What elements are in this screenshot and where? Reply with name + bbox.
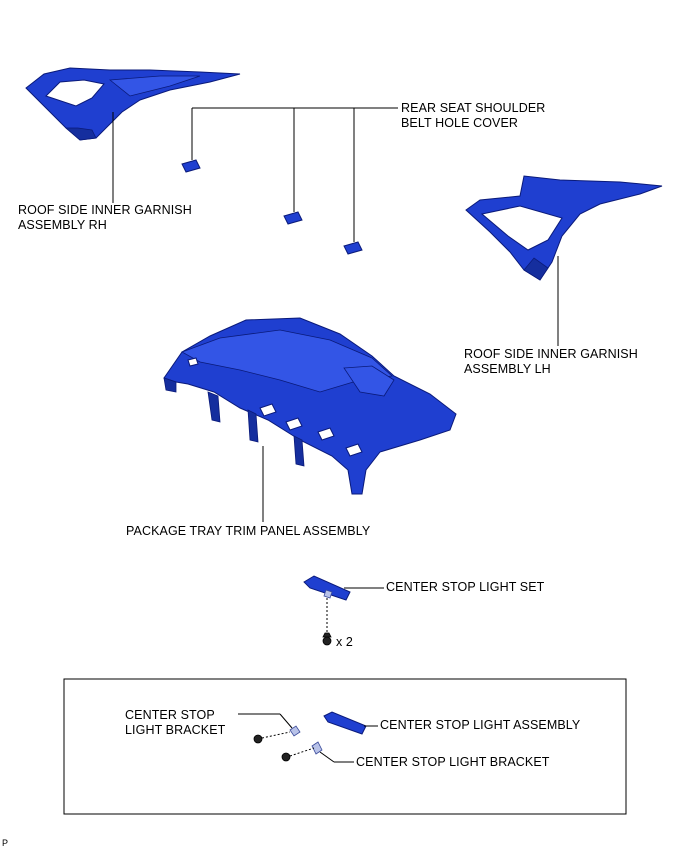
label-bracket-right: CENTER STOP LIGHT BRACKET — [356, 755, 550, 769]
label-center-stop-light-set: CENTER STOP LIGHT SET — [386, 580, 545, 594]
leader-lines — [112, 107, 559, 763]
roof-side-garnish-rh — [25, 67, 241, 141]
label-bracket-left-line1: CENTER STOP — [125, 708, 215, 722]
center-stop-light-set — [303, 575, 351, 601]
package-tray-trim-panel — [163, 317, 457, 495]
stop-light-assembly — [323, 711, 367, 735]
detail-box — [63, 678, 627, 815]
label-quantity: x 2 — [336, 635, 353, 649]
corner-mark: P — [2, 838, 9, 848]
screw-right — [281, 752, 291, 762]
label-roof-rh-line2: ASSEMBLY RH — [18, 218, 107, 232]
label-roof-lh-line1: ROOF SIDE INNER GARNISH — [464, 347, 638, 361]
screw-left — [253, 734, 263, 744]
bracket-right — [311, 741, 323, 755]
belt-hole-cover-2 — [283, 211, 303, 225]
label-bracket-left-line2: LIGHT BRACKET — [125, 723, 226, 737]
roof-side-garnish-lh — [465, 175, 663, 281]
label-package-tray: PACKAGE TRAY TRIM PANEL ASSEMBLY — [126, 524, 371, 538]
belt-hole-cover-1 — [181, 159, 201, 173]
label-roof-lh-line2: ASSEMBLY LH — [464, 362, 551, 376]
label-stop-light-assembly: CENTER STOP LIGHT ASSEMBLY — [380, 718, 581, 732]
screw-set — [322, 632, 332, 646]
belt-hole-cover-3 — [343, 241, 363, 255]
label-rear-seat-cover-line1: REAR SEAT SHOULDER — [401, 101, 546, 115]
label-rear-seat-cover-line2: BELT HOLE COVER — [401, 116, 519, 130]
label-roof-rh-line1: ROOF SIDE INNER GARNISH — [18, 203, 192, 217]
bracket-left — [289, 725, 301, 737]
